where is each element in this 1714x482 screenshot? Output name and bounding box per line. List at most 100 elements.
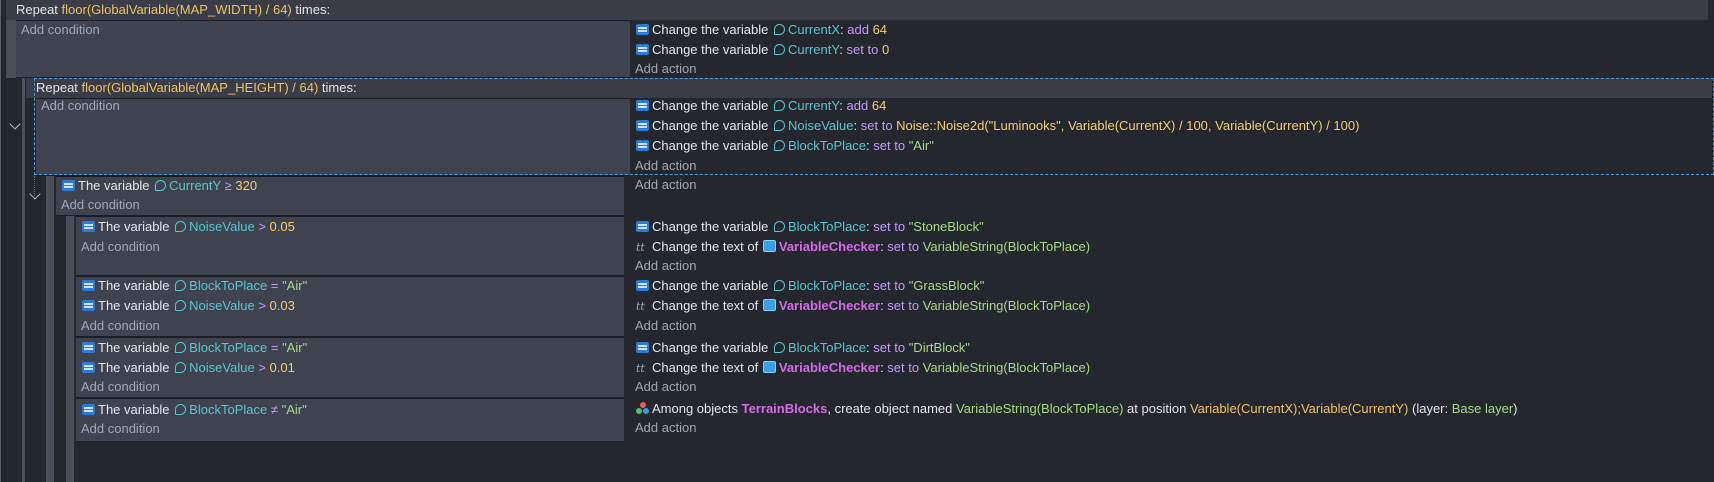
value[interactable]: "DirtBlock"	[909, 340, 970, 355]
event-currenty-check[interactable]: The variable CurrentY ≥ 320 Add conditio…	[56, 176, 1714, 216]
object-name[interactable]: VariableChecker	[779, 360, 880, 375]
scene-variable-icon	[155, 180, 166, 191]
add-action-button[interactable]: Add action	[635, 256, 696, 276]
tree-guide	[6, 20, 16, 78]
variable-name[interactable]: NoiseValue	[189, 298, 255, 313]
add-condition-button[interactable]: Add condition	[81, 316, 160, 336]
add-condition-button[interactable]: Add condition	[81, 419, 160, 439]
variable-name[interactable]: BlockToPlace	[189, 340, 267, 355]
value[interactable]: 0	[882, 42, 889, 57]
value[interactable]: 64	[873, 22, 887, 37]
add-condition-button[interactable]: Add condition	[81, 377, 160, 397]
variable-name[interactable]: CurrentY	[169, 178, 221, 193]
variable-icon	[636, 221, 649, 232]
add-condition-button[interactable]: Add condition	[61, 195, 140, 215]
event-stone[interactable]: The variable NoiseValue > 0.05 Add condi…	[76, 216, 1714, 276]
value[interactable]: "Air"	[282, 402, 307, 417]
condition-label: The variable	[98, 360, 170, 375]
condition-row[interactable]: The variable CurrentY ≥ 320	[62, 176, 257, 196]
action-row[interactable]: ttChange the text of VariableChecker: se…	[636, 296, 1090, 316]
conditions-panel[interactable]	[16, 20, 630, 78]
value[interactable]: VariableString(BlockToPlace)	[923, 239, 1090, 254]
scene-variable-icon	[774, 44, 785, 55]
variable-name[interactable]: BlockToPlace	[189, 278, 267, 293]
operator: ≠	[271, 402, 278, 417]
text-icon: tt	[636, 238, 650, 258]
value[interactable]: VariableString(BlockToPlace)	[923, 360, 1090, 375]
text-icon: tt	[636, 297, 650, 317]
action-row[interactable]: Change the variable BlockToPlace: set to…	[636, 338, 970, 358]
condition-row[interactable]: The variable BlockToPlace ≠ "Air"	[82, 400, 307, 420]
value[interactable]: "Air"	[282, 340, 307, 355]
condition-row[interactable]: The variable NoiseValue > 0.01	[82, 358, 295, 378]
condition-row[interactable]: The variable NoiseValue > 0.05	[82, 217, 295, 237]
value[interactable]: 0.01	[270, 360, 295, 375]
action-row[interactable]: ttChange the text of VariableChecker: se…	[636, 358, 1090, 378]
operator: set to	[887, 360, 919, 375]
text-object-icon	[763, 361, 776, 373]
event-dirt[interactable]: The variable BlockToPlace = "Air" The va…	[76, 337, 1714, 398]
object-group-name[interactable]: TerrainBlocks	[742, 401, 828, 416]
event-grass[interactable]: The variable BlockToPlace = "Air" The va…	[76, 276, 1714, 337]
value[interactable]: 0.03	[270, 298, 295, 313]
condition-row[interactable]: The variable NoiseValue > 0.03	[82, 296, 295, 316]
layer-suffix: )	[1513, 401, 1517, 416]
variable-name[interactable]: BlockToPlace	[788, 278, 866, 293]
variable-name[interactable]: BlockToPlace	[788, 340, 866, 355]
variable-name[interactable]: NoiseValue	[189, 360, 255, 375]
value[interactable]: VariableString(BlockToPlace)	[923, 298, 1090, 313]
chevron-down-icon[interactable]	[29, 188, 40, 199]
selection-outline	[34, 78, 1714, 175]
action-row[interactable]: ttChange the text of VariableChecker: se…	[636, 237, 1090, 257]
operator: ≥	[225, 178, 232, 193]
event-loop-height[interactable]: Repeat floor(GlobalVariable(MAP_HEIGHT) …	[26, 78, 1714, 176]
action-row[interactable]: Change the variable BlockToPlace: set to…	[636, 276, 984, 296]
repeat-keyword: Repeat	[16, 2, 58, 17]
value[interactable]: "GrassBlock"	[909, 278, 985, 293]
variable-name[interactable]: CurrentX	[788, 22, 840, 37]
condition-row[interactable]: The variable BlockToPlace = "Air"	[82, 276, 307, 296]
repeat-expression[interactable]: floor(GlobalVariable(MAP_WIDTH) / 64)	[62, 2, 292, 17]
add-action-button[interactable]: Add action	[635, 377, 696, 397]
action-label: Change the variable	[652, 42, 768, 57]
value[interactable]: "Air"	[282, 278, 307, 293]
add-action-button[interactable]: Add action	[635, 418, 696, 438]
text-icon: tt	[636, 359, 650, 379]
event-loop-width[interactable]: Repeat floor(GlobalVariable(MAP_WIDTH) /…	[6, 0, 1714, 78]
add-condition-button[interactable]: Add condition	[81, 237, 160, 257]
condition-row[interactable]: The variable BlockToPlace = "Air"	[82, 338, 307, 358]
repeat-header-text: Repeat floor(GlobalVariable(MAP_WIDTH) /…	[16, 0, 330, 20]
layer-name[interactable]: Base layer	[1452, 401, 1513, 416]
add-action-button[interactable]: Add action	[635, 316, 696, 336]
action-label: Change the text of	[652, 239, 758, 254]
operator: set to	[887, 298, 919, 313]
value[interactable]: "StoneBlock"	[909, 219, 984, 234]
object-name-expression[interactable]: VariableString(BlockToPlace)	[956, 401, 1123, 416]
action-row[interactable]: Change the variable CurrentX: add 64	[636, 20, 887, 40]
value[interactable]: 0.05	[270, 219, 295, 234]
object-name[interactable]: VariableChecker	[779, 298, 880, 313]
scene-variable-icon	[175, 300, 186, 311]
object-name[interactable]: VariableChecker	[779, 239, 880, 254]
position-expression[interactable]: Variable(CurrentX);Variable(CurrentY)	[1190, 401, 1408, 416]
add-action-button[interactable]: Add action	[635, 175, 696, 195]
action-row[interactable]: Among objects TerrainBlocks, create obje…	[636, 399, 1518, 419]
add-condition-button[interactable]: Add condition	[21, 20, 100, 40]
variable-name[interactable]: BlockToPlace	[189, 402, 267, 417]
add-action-button[interactable]: Add action	[635, 59, 696, 79]
create-object-icon	[636, 402, 650, 414]
variable-name[interactable]: CurrentY	[788, 42, 839, 57]
variable-icon	[82, 404, 95, 415]
action-row[interactable]: Change the variable CurrentY: set to 0	[636, 40, 889, 60]
operator: >	[258, 219, 266, 234]
action-row[interactable]: Change the variable BlockToPlace: set to…	[636, 217, 984, 237]
chevron-down-icon[interactable]	[9, 118, 20, 129]
variable-name[interactable]: NoiseValue	[189, 219, 255, 234]
operator: set to	[873, 278, 905, 293]
variable-name[interactable]: BlockToPlace	[788, 219, 866, 234]
event-create-block[interactable]: The variable BlockToPlace ≠ "Air" Add co…	[76, 398, 1714, 482]
action-label: Change the variable	[652, 219, 768, 234]
value[interactable]: 320	[235, 178, 257, 193]
action-label: Change the variable	[652, 22, 768, 37]
action-label-mid: , create object named	[827, 401, 952, 416]
